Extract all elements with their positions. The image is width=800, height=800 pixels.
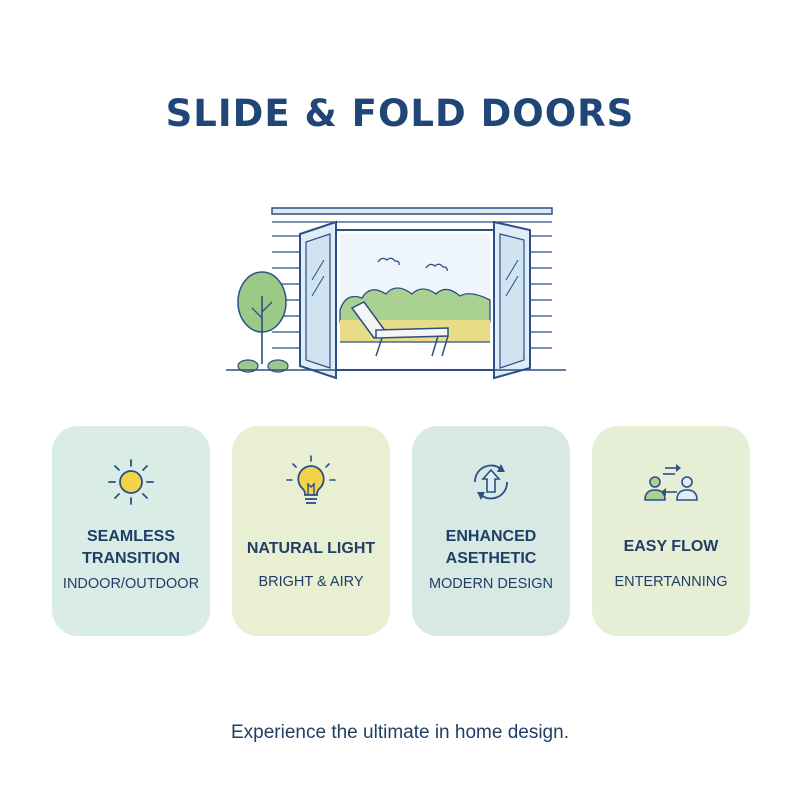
lightbulb-icon <box>286 455 336 504</box>
people-exchange-icon <box>644 464 698 501</box>
card-heading-line: SEAMLESS <box>86 528 175 545</box>
card-subtitle: MODERN DESIGN <box>428 576 554 592</box>
feature-card-enhanced-aesthetic: ENHANCED ASETHETIC MODERN DESIGN <box>412 426 570 636</box>
card-subtitle: ENTERTANNING <box>614 574 728 590</box>
feature-card-easy-flow: EASY FLOW ENTERTANNING <box>592 426 750 636</box>
card-heading-line: NATURAL LIGHT <box>246 540 376 557</box>
patio-door-illustration <box>226 207 566 380</box>
card-heading-line: TRANSITION <box>82 550 180 567</box>
card-heading-line: EASY FLOW <box>623 538 719 555</box>
card-heading-line: ENHANCED <box>445 528 537 545</box>
tree-icon <box>237 271 289 373</box>
feature-cards: SEAMLESS TRANSITION INDOOR/OUTDOOR NATUR… <box>52 426 750 636</box>
feature-card-seamless-transition: SEAMLESS TRANSITION INDOOR/OUTDOOR <box>52 426 210 636</box>
feature-card-natural-light: NATURAL LIGHT BRIGHT & AIRY <box>232 426 390 636</box>
page-title: SLIDE & FOLD DOORS <box>165 92 635 135</box>
card-subtitle: INDOOR/OUTDOOR <box>62 576 200 592</box>
sun-icon <box>108 459 154 505</box>
right-door-panel <box>493 220 531 380</box>
lounge-chair-icon <box>350 301 449 357</box>
left-door-panel <box>299 220 337 380</box>
card-heading-line: ASETHETIC <box>445 550 537 567</box>
upgrade-cycle-icon <box>474 464 508 500</box>
tagline: Experience the ultimate in home design. <box>231 722 569 743</box>
card-subtitle: BRIGHT & AIRY <box>258 574 364 590</box>
